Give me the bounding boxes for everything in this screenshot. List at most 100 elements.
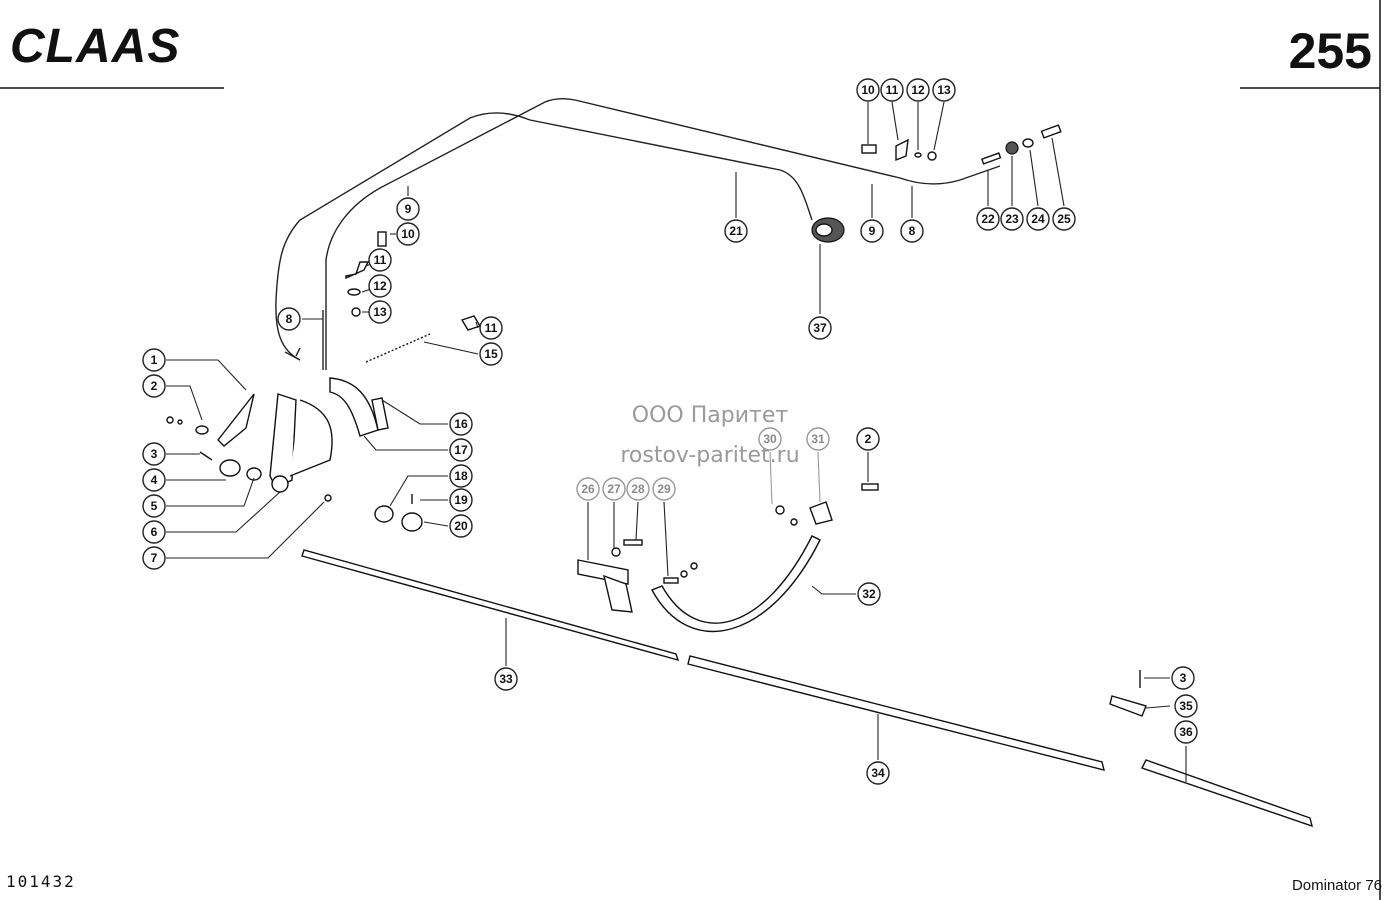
- callout-circle: [142, 442, 166, 466]
- callout-30: 30: [758, 427, 782, 451]
- callout-label: 23: [1005, 212, 1019, 226]
- callout-11: 11: [479, 316, 503, 340]
- callout-label: 21: [729, 224, 743, 238]
- callout-label: 36: [1179, 725, 1193, 739]
- callout-24: 24: [1026, 207, 1050, 231]
- callout-36: 36: [1174, 720, 1198, 744]
- callout-circle: [1174, 694, 1198, 718]
- callout-circle: [449, 412, 473, 436]
- callout-25: 25: [1052, 207, 1076, 231]
- callout-label: 18: [454, 469, 468, 483]
- callout-27: 27: [602, 477, 626, 501]
- callout-20: 20: [449, 514, 473, 538]
- callout-label: 1: [151, 353, 158, 367]
- callout-circle: [368, 300, 392, 324]
- callout-circle: [142, 374, 166, 398]
- callout-label: 26: [581, 482, 595, 496]
- callout-2: 2: [142, 374, 166, 398]
- callout-circle: [626, 477, 650, 501]
- callout-circle: [479, 316, 503, 340]
- callout-12: 12: [906, 78, 930, 102]
- callout-label: 27: [607, 482, 621, 496]
- callout-circle: [866, 761, 890, 785]
- callout-circle: [900, 219, 924, 243]
- callout-12: 12: [368, 274, 392, 298]
- callout-label: 29: [657, 482, 671, 496]
- callout-circle: [449, 438, 473, 462]
- callout-label: 4: [151, 473, 158, 487]
- callout-31: 31: [806, 427, 830, 451]
- callout-circle: [1171, 666, 1195, 690]
- callout-circle: [932, 78, 956, 102]
- callout-10: 10: [856, 78, 880, 102]
- callout-label: 33: [499, 672, 513, 686]
- callout-circle: [142, 494, 166, 518]
- callout-label: 8: [286, 312, 293, 326]
- callout-circle: [142, 468, 166, 492]
- callout-28: 28: [626, 477, 650, 501]
- callout-1: 1: [142, 348, 166, 372]
- callout-23: 23: [1000, 207, 1024, 231]
- callout-circle: [449, 464, 473, 488]
- callout-circle: [758, 427, 782, 451]
- callout-circle: [860, 219, 884, 243]
- callout-label: 9: [405, 202, 412, 216]
- plate-number: 255: [1289, 23, 1372, 79]
- callout-circle: [479, 342, 503, 366]
- callout-label: 9: [869, 224, 876, 238]
- callout-label: 22: [981, 212, 995, 226]
- callout-label: 3: [151, 447, 158, 461]
- callout-9: 9: [396, 197, 420, 221]
- callout-label: 24: [1031, 212, 1045, 226]
- callout-circle: [277, 307, 301, 331]
- callout-circle: [142, 546, 166, 570]
- callout-18: 18: [449, 464, 473, 488]
- callout-circle: [724, 219, 748, 243]
- callout-label: 16: [454, 417, 468, 431]
- callout-circle: [857, 582, 881, 606]
- callout-label: 10: [401, 227, 415, 241]
- callout-8: 8: [277, 307, 301, 331]
- callout-34: 34: [866, 761, 890, 785]
- callout-circle: [976, 207, 1000, 231]
- callout-label: 6: [151, 525, 158, 539]
- callout-3: 3: [1171, 666, 1195, 690]
- callout-21: 21: [724, 219, 748, 243]
- callout-7: 7: [142, 546, 166, 570]
- callout-label: 17: [454, 443, 468, 457]
- callout-label: 37: [813, 321, 827, 335]
- callout-circle: [449, 514, 473, 538]
- callout-label: 11: [374, 253, 387, 267]
- callout-33: 33: [494, 667, 518, 691]
- callout-label: 35: [1179, 699, 1193, 713]
- callout-label: 8: [909, 224, 916, 238]
- callout-35: 35: [1174, 694, 1198, 718]
- callout-label: 34: [871, 766, 885, 780]
- callout-15: 15: [479, 342, 503, 366]
- callout-13: 13: [932, 78, 956, 102]
- drawing-number: 101432: [6, 872, 76, 891]
- callout-circle: [449, 488, 473, 512]
- callout-5: 5: [142, 494, 166, 518]
- callout-label: 12: [373, 279, 387, 293]
- callout-circle: [1000, 207, 1024, 231]
- callout-11: 11: [880, 78, 904, 102]
- callout-label: 7: [151, 551, 158, 565]
- callout-circle: [808, 316, 832, 340]
- callout-16: 16: [449, 412, 473, 436]
- callout-circle: [494, 667, 518, 691]
- callout-label: 13: [373, 305, 387, 319]
- callout-circle: [1052, 207, 1076, 231]
- callout-circle: [142, 348, 166, 372]
- callout-17: 17: [449, 438, 473, 462]
- model-name: Dominator 76: [1292, 877, 1382, 894]
- callout-label: 32: [862, 587, 876, 601]
- callout-label: 13: [937, 83, 951, 97]
- callout-3: 3: [142, 442, 166, 466]
- callout-29: 29: [652, 477, 676, 501]
- callout-label: 19: [454, 493, 468, 507]
- watermark-company: ООО Паритет: [632, 403, 789, 428]
- callout-label: 30: [763, 432, 777, 446]
